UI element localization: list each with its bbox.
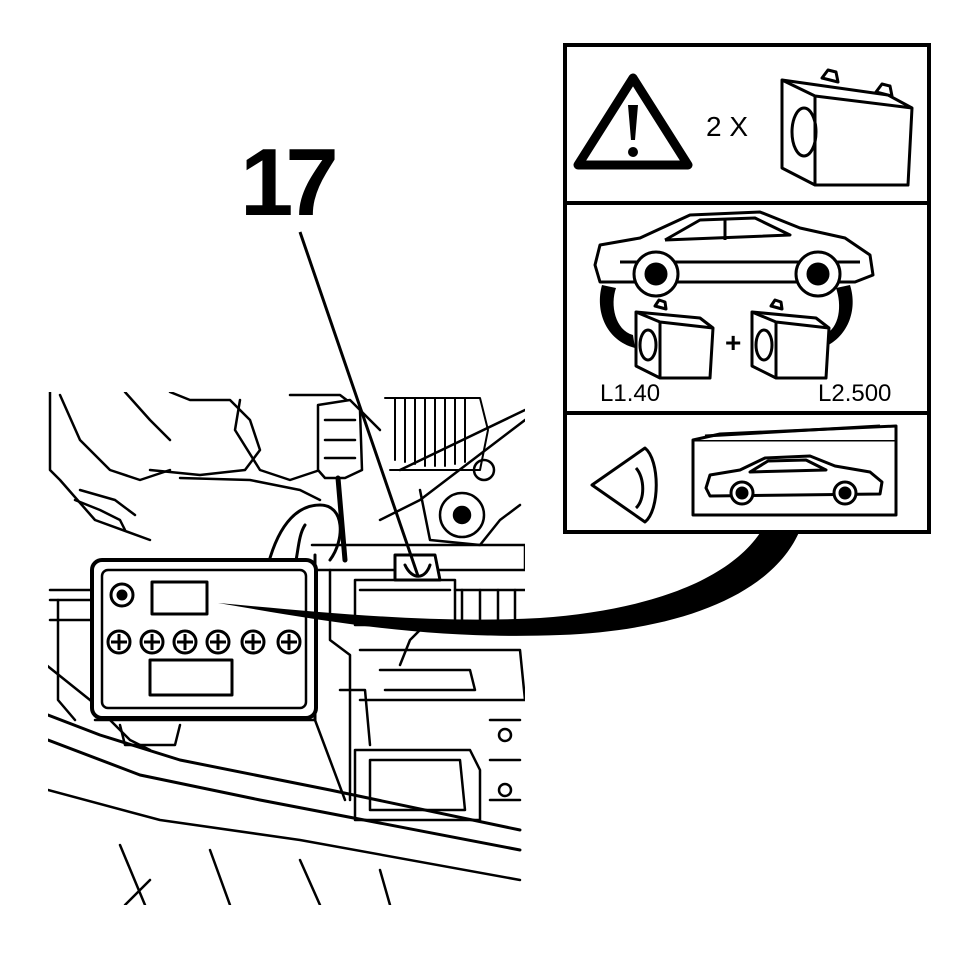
- warning-triangle-icon: [573, 73, 693, 170]
- eye-icon: [590, 446, 658, 524]
- warning-panel: 2 X: [573, 68, 914, 187]
- quantity-text: 2 X: [706, 111, 748, 142]
- callout-leader-line: [298, 231, 420, 577]
- callout-number: 17: [240, 129, 335, 236]
- label-l2: L2.500: [818, 380, 891, 407]
- plus-text: +: [725, 327, 741, 358]
- manual-panel: [590, 424, 898, 524]
- arrow-left-icon: [599, 285, 635, 348]
- owner-manual-icon: [691, 424, 898, 517]
- battery-right-icon: [750, 298, 831, 380]
- vehicle-battery: [90, 558, 318, 720]
- battery-icon: [780, 68, 914, 187]
- car-side-icon: [593, 210, 875, 298]
- battery-warning-inset: 2 X: [563, 43, 931, 534]
- callout-17: 17: [240, 129, 420, 577]
- car-batteries-panel: + L1.40 L2.500: [593, 210, 891, 407]
- inset-pointer-swoosh: [218, 530, 800, 636]
- battery-left-icon: [634, 298, 715, 380]
- label-l1: L1.40: [600, 380, 660, 407]
